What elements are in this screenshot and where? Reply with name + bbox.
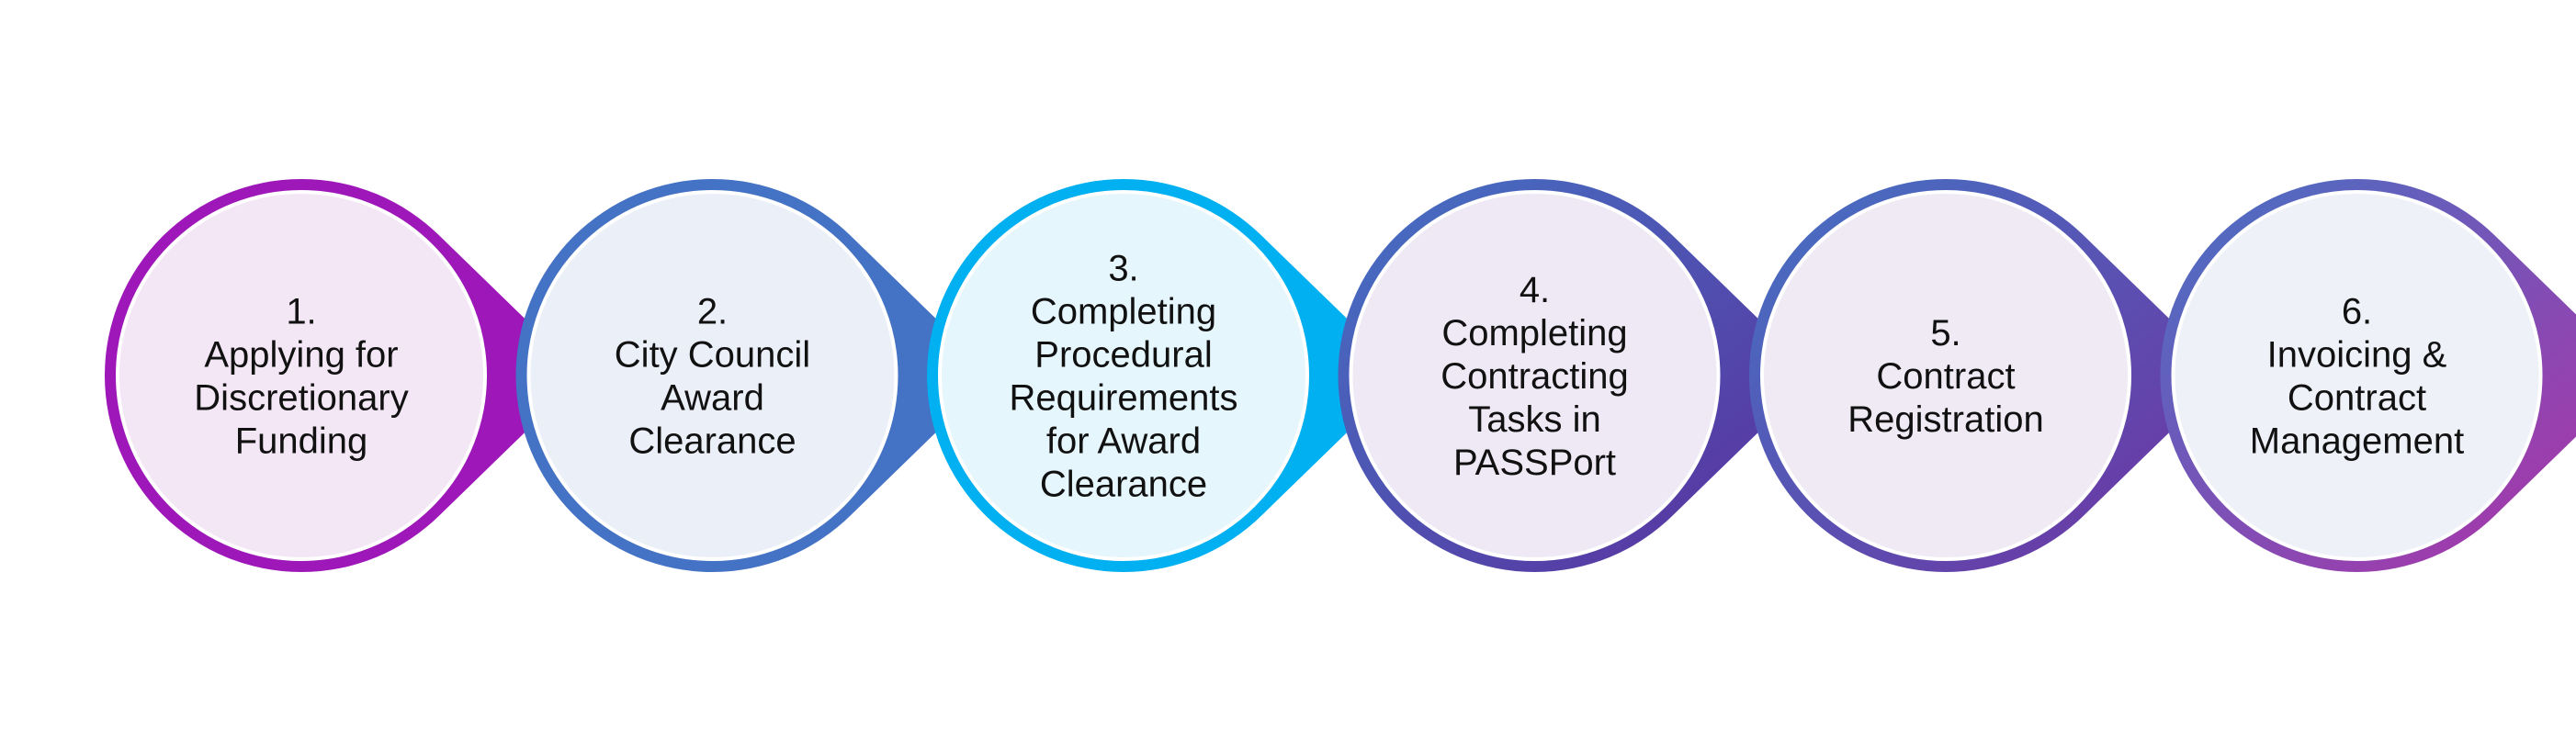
step-4-text-line: Contracting (1441, 356, 1629, 397)
step-1-circle (116, 190, 487, 561)
step-1-text-line: Discretionary (194, 378, 408, 419)
step-4-circle (1349, 190, 1721, 561)
step-2-text-line: Award (661, 378, 764, 419)
step-3-text-line: Clearance (1040, 465, 1207, 505)
step-6-text-line: Management (2250, 421, 2464, 462)
step-3-text-line: Procedural (1034, 335, 1212, 376)
step-6-number: 6. (2342, 292, 2372, 332)
step-6-circle (2171, 190, 2543, 561)
step-3-text-line: for Award (1046, 421, 1201, 462)
step-4-text-line: Tasks in (1468, 399, 1601, 440)
step-2-number: 2. (697, 292, 728, 332)
step-5-text-line: Registration (1847, 399, 2043, 440)
step-1-number: 1. (286, 292, 316, 332)
step-3-number: 3. (1108, 249, 1138, 289)
step-2-text-line: Clearance (628, 421, 796, 462)
step-4-text-line: PASSPort (1453, 443, 1616, 483)
step-1-text-line: Applying for (204, 335, 398, 376)
step-4-number: 4. (1520, 270, 1550, 310)
step-1-text-line: Funding (235, 421, 368, 462)
step-6-text-line: Invoicing & (2267, 335, 2447, 376)
step-3-text-line: Requirements (1009, 378, 1237, 419)
step-2-text-line: City Council (615, 335, 810, 376)
step-5-text-line: Contract (1876, 356, 2015, 397)
step-5-circle (1760, 190, 2131, 561)
step-3-text-line: Completing (1031, 292, 1216, 332)
step-4-text-line: Completing (1441, 313, 1627, 354)
step-5-number: 5. (1930, 313, 1960, 354)
step-3-circle (938, 190, 1309, 561)
step-6-text-line: Contract (2288, 378, 2426, 419)
step-2-circle (526, 190, 898, 561)
